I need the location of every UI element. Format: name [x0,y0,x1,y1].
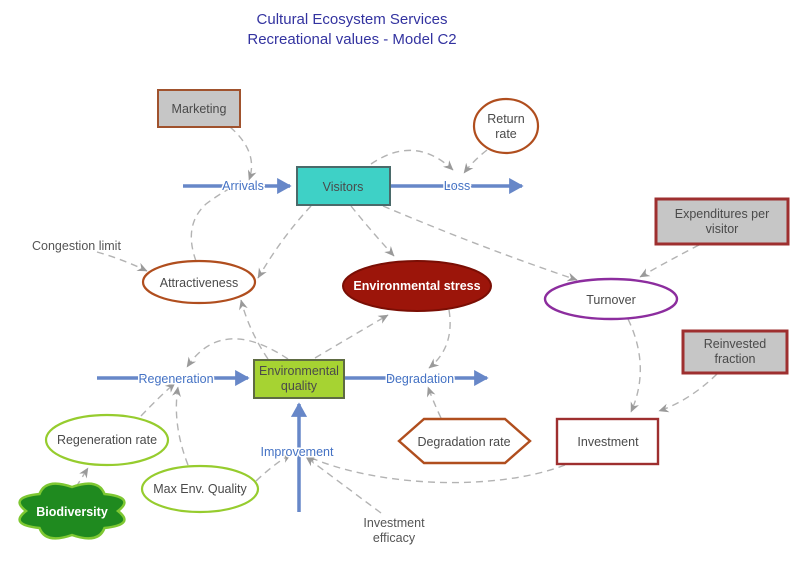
connector-return-rate-to-loss [463,149,488,174]
connector-visitors-to-stress [350,205,395,257]
environmental-stress-label: Environmental stress [353,279,480,293]
expenditures-box[interactable] [654,197,790,246]
degradation-rate-label: Degradation rate [417,435,510,449]
flow-loss-label[interactable]: Loss [442,178,471,195]
connector-quality-to-attractiveness [239,299,269,360]
connector-biodiversity-to-regeneration-rate [75,467,89,488]
causal-connectors [75,126,718,514]
connector-turnover-to-investment [627,318,641,413]
diagram-title-line-1: Cultural Ecosystem Services [257,11,448,28]
environmental-stress-ellipse[interactable] [342,260,492,312]
connector-congestion-limit-to-attractiveness [96,251,148,272]
turnover-ellipse[interactable] [543,277,679,321]
max-env-quality-label: Max Env. Quality [153,482,247,496]
node-regeneration-rate[interactable]: Regeneration rate [44,413,170,467]
node-visitors-stock[interactable]: Visitors [296,166,391,206]
connector-marketing-to-arrivals [229,126,257,181]
biodiversity-cloud[interactable] [18,482,126,540]
congestion-limit-label[interactable]: Congestion limit [32,239,121,253]
attractiveness-label: Attractiveness [160,276,239,290]
environmental-quality-box[interactable] [253,359,345,399]
connector-stress-to-degradation [428,309,451,369]
node-turnover[interactable]: Turnover [543,277,679,321]
connector-quality-to-regeneration [186,338,289,368]
connector-attractiveness-to-arrivals [190,182,243,262]
turnover-label: Turnover [586,293,636,307]
node-max-env-quality[interactable]: Max Env. Quality [140,464,260,514]
marketing-label: Marketing [172,102,227,116]
connector-regeneration-rate-to-regeneration [140,382,176,417]
flow-degradation-label[interactable]: Degradation [384,371,455,388]
marketing-box[interactable] [157,89,241,128]
max-env-quality-ellipse[interactable] [140,464,260,514]
visitors-label: Visitors [323,180,364,194]
node-investment[interactable]: Investment [555,417,660,466]
visitors-box[interactable] [296,166,391,206]
biodiversity-label: Biodiversity [36,505,108,519]
regeneration-rate-ellipse[interactable] [44,413,170,467]
regeneration-rate-label: Regeneration rate [57,433,157,447]
connector-max-env-quality-to-regeneration [172,386,189,466]
connector-investment-efficacy-to-improvement [305,456,382,514]
connector-investment-to-improvement [306,455,566,484]
attractiveness-ellipse[interactable] [141,259,257,305]
connector-visitors-to-attractiveness [257,205,312,279]
investment-label: Investment [577,435,639,449]
diagram-title: Cultural Ecosystem Services Recreational… [247,11,456,48]
investment-box[interactable] [555,417,660,466]
flow-improvement-label[interactable]: Improvement [259,444,335,461]
connector-degradation-rate-to-degradation [426,386,442,419]
connector-reinvested-to-investment [658,373,718,413]
diagram-title-line-2: Recreational values - Model C2 [247,31,456,48]
degradation-rate-hexagon[interactable] [397,417,532,465]
node-attractiveness[interactable]: Attractiveness [141,259,257,305]
node-marketing[interactable]: Marketing [157,89,241,128]
connector-quality-to-stress [314,314,389,359]
connector-expenditures-to-turnover [639,244,700,278]
node-degradation-rate[interactable]: Degradation rate [397,417,532,465]
node-environmental-stress[interactable]: Environmental stress [342,260,492,312]
flow-arrivals-label[interactable]: Arrivals [221,178,266,195]
node-biodiversity[interactable]: Biodiversity [18,482,126,540]
flow-pipes [97,177,524,512]
return-rate-ellipse[interactable] [472,97,540,155]
connector-max-env-quality-to-improvement [255,453,292,482]
connector-visitors-to-turnover [382,205,578,282]
flow-regeneration-label[interactable]: Regeneration [137,371,215,388]
reinvested-fraction-box[interactable] [681,329,789,375]
